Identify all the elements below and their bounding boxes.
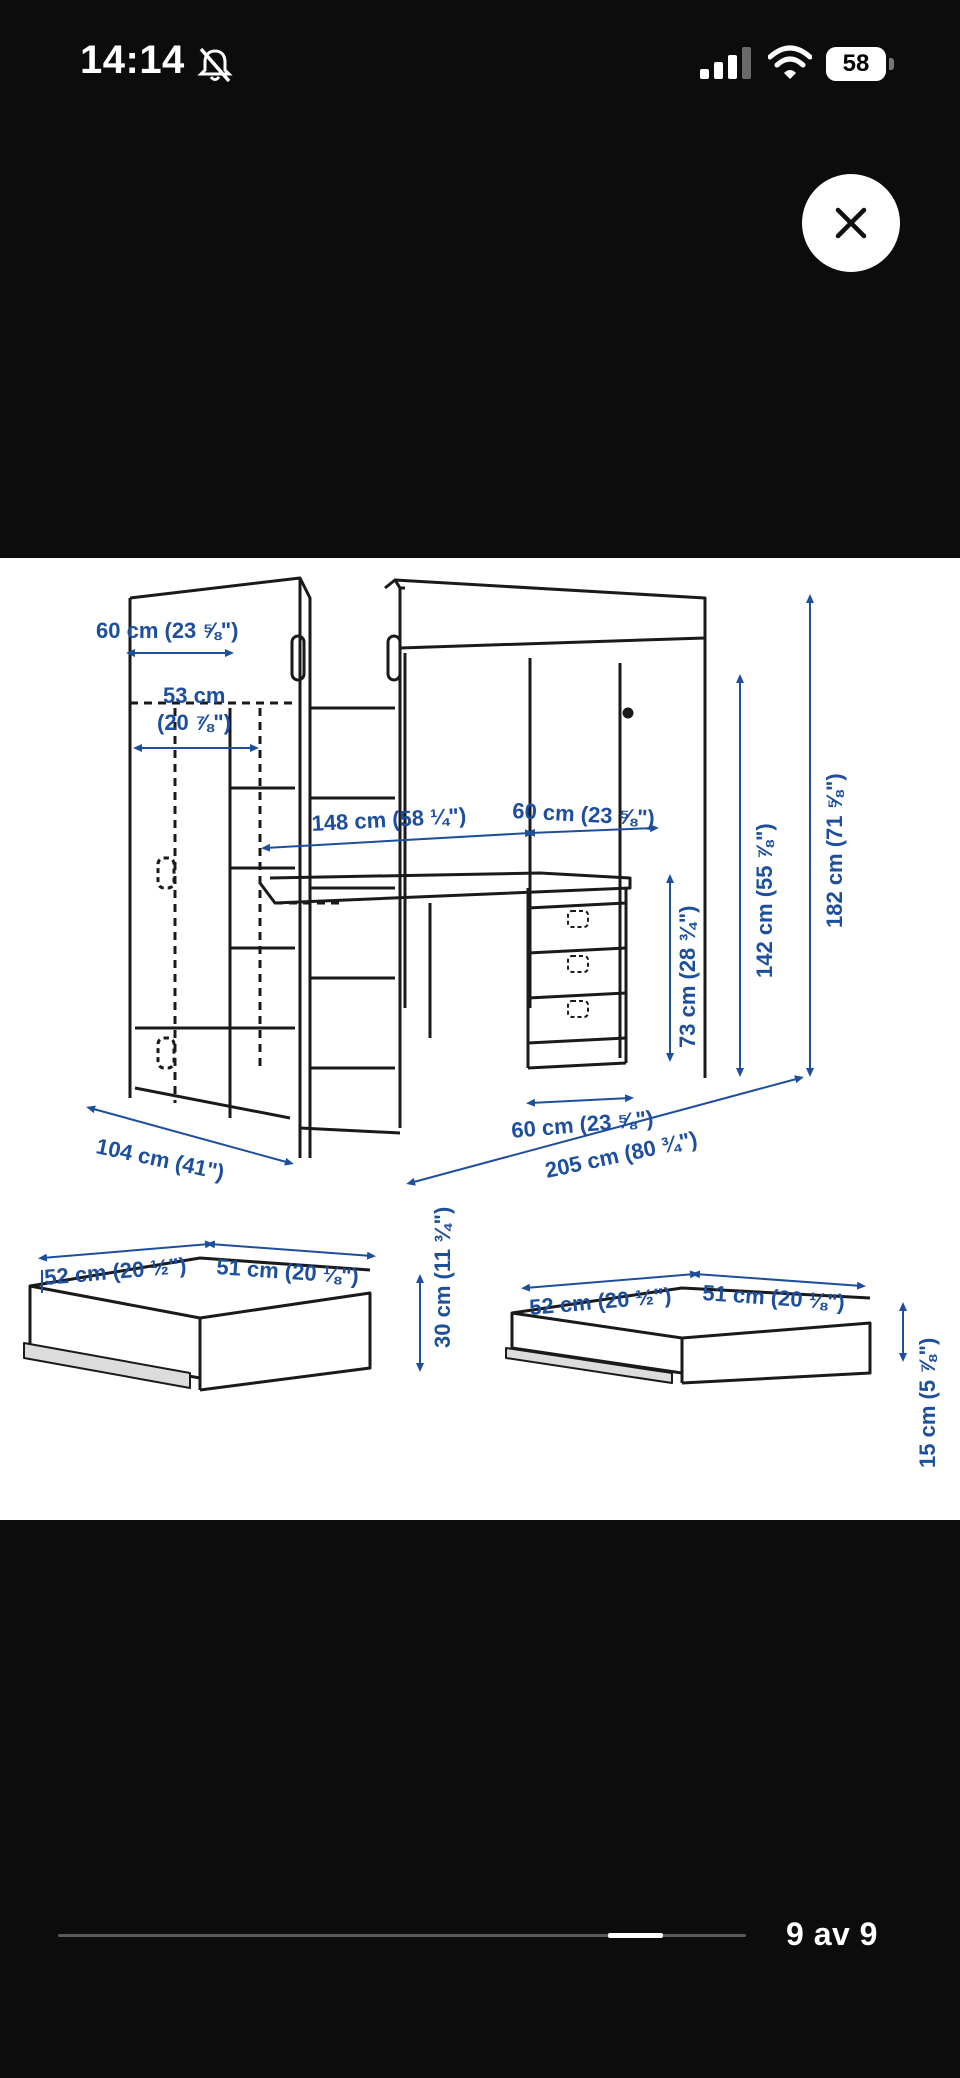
label-large-drawer-width: 52 cm (20 ½") — [43, 1253, 187, 1290]
close-icon — [835, 207, 867, 239]
wifi-icon — [768, 45, 812, 79]
label-desk-length: 148 cm (58 ¼") — [311, 803, 467, 836]
label-small-drawer-depth: 51 cm (20 ⅛") — [702, 1280, 846, 1315]
battery-icon: 58 — [826, 47, 898, 81]
status-time: 14:14 — [80, 38, 185, 82]
label-total-height: 182 cm (71 ⅝") — [822, 773, 847, 928]
dimension-diagram: 60 cm (23 ⅝") 53 cm (20 ⅞") 148 cm (58 ¼… — [23, 576, 940, 1468]
label-wardrobe-inner-1: 53 cm — [163, 683, 225, 708]
dimension-lines — [86, 594, 814, 1186]
gallery-progress-track[interactable] — [58, 1933, 746, 1938]
label-desk-height: 73 cm (28 ¾") — [675, 905, 700, 1048]
label-bed-height: 142 cm (55 ⅞") — [752, 823, 777, 978]
product-image[interactable]: 60 cm (23 ⅝") 53 cm (20 ⅞") 148 cm (58 ¼… — [0, 558, 960, 1520]
gallery-progress-fill — [608, 1933, 664, 1938]
image-counter: 9 av 9 — [786, 1916, 878, 1952]
battery-percent: 58 — [826, 47, 886, 81]
label-large-drawer-height: 30 cm (11 ¾") — [430, 1207, 455, 1348]
battery-tip — [889, 58, 894, 70]
label-small-drawer-width: 52 cm (20 ½") — [528, 1283, 672, 1320]
large-drawer-drawing — [23, 1256, 372, 1392]
label-wardrobe-inner-2: (20 ⅞") — [157, 710, 231, 735]
label-large-drawer-depth: 51 cm (20 ⅛") — [216, 1254, 360, 1289]
dimension-labels: 60 cm (23 ⅝") 53 cm (20 ⅞") 148 cm (58 ¼… — [94, 618, 847, 1185]
loft-bed-drawing — [128, 576, 707, 1158]
cellular-signal-icon — [700, 47, 751, 79]
large-drawer-dimensions — [38, 1240, 424, 1372]
label-shelf-width: 60 cm (23 ⅝") — [96, 618, 239, 643]
small-drawer-dimensions — [521, 1270, 907, 1362]
status-bar: 14:14 58 — [0, 0, 960, 130]
label-small-drawer-height: 15 cm (5 ⅞") — [915, 1338, 940, 1468]
label-drawer-unit-depth: 60 cm (23 ⅝") — [512, 798, 656, 830]
close-button[interactable] — [802, 174, 900, 272]
label-depth: 104 cm (41") — [94, 1133, 227, 1185]
bell-muted-icon — [197, 47, 233, 83]
